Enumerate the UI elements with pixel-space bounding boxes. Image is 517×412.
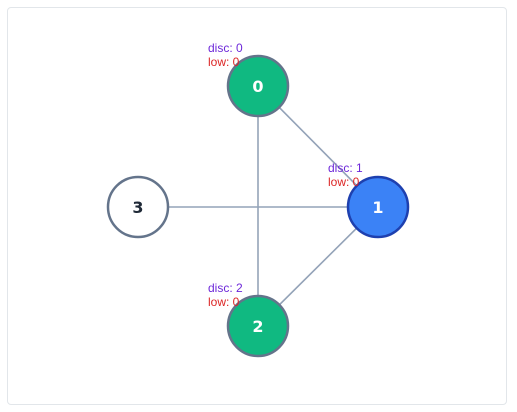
node-circle-3[interactable]: [106, 175, 170, 239]
disc-label-0: disc: 0: [208, 41, 243, 55]
node-circle-1[interactable]: [346, 175, 410, 239]
node-circle-2[interactable]: [226, 294, 290, 358]
edges-layer: [138, 85, 379, 327]
node-2[interactable]: 2: [226, 294, 290, 358]
node-3[interactable]: 3: [106, 175, 170, 239]
node-1[interactable]: 1: [346, 175, 410, 239]
low-label-1: low: 0: [328, 175, 360, 189]
node-0[interactable]: 0: [226, 54, 290, 118]
node-label-2: 2: [252, 317, 263, 336]
node-label-1: 1: [372, 198, 383, 217]
disc-label-2: disc: 2: [208, 281, 243, 295]
node-label-0: 0: [252, 77, 263, 96]
disc-label-1: disc: 1: [328, 161, 363, 175]
low-label-0: low: 0: [208, 55, 240, 69]
node-circle-0[interactable]: [226, 54, 290, 118]
node-label-3: 3: [132, 198, 143, 217]
low-label-2: low: 0: [208, 295, 240, 309]
nodes-layer: 0 1 2 3: [106, 54, 410, 358]
